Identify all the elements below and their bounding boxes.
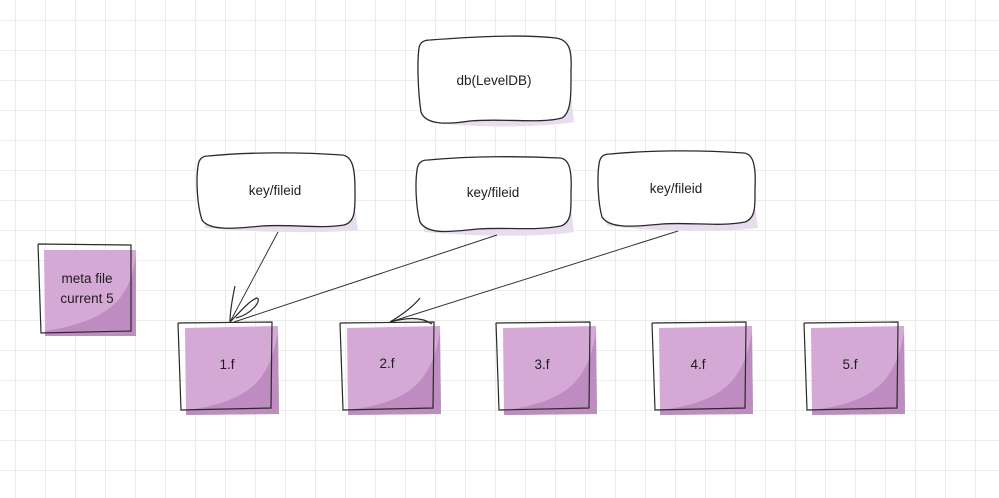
file-box-3-outline (495, 321, 591, 411)
file-box-1[interactable] (177, 321, 279, 415)
meta-file-node[interactable] (37, 243, 136, 336)
index-entry-3-outline (597, 150, 756, 227)
meta-file-label: meta file current 5 (60, 269, 113, 309)
file-box-5-fill-dark (812, 332, 905, 415)
db-node[interactable] (417, 35, 574, 127)
arrowhead-f1 (229, 285, 259, 323)
index-entry-2-label: key/fileid (466, 185, 520, 200)
index-entry-1[interactable] (196, 152, 358, 233)
file-4-label: 4.f (690, 357, 706, 372)
file-5-label: 5.f (842, 357, 858, 372)
db-node-label: db(LevelDB) (456, 73, 532, 88)
index-entry-1-label: key/fileid (248, 183, 302, 198)
file-box-1-fill-dark (186, 332, 279, 415)
edge-k2-f1 (233, 234, 498, 323)
file-box-2-fill-dark (348, 332, 441, 415)
file-3-label: 3.f (534, 357, 550, 372)
file-box-4[interactable] (651, 321, 753, 415)
edges (229, 230, 679, 325)
index-entry-2-outline (415, 156, 572, 233)
meta-file-line-2: current 5 (60, 291, 114, 306)
index-entry-3-label: key/fileid (649, 181, 703, 196)
meta-file-line-1: meta file (61, 271, 113, 286)
file-1-label: 1.f (219, 357, 235, 372)
file-box-3-fill-dark (504, 332, 597, 415)
file-box-4-fill-dark (660, 332, 753, 415)
index-entry-3[interactable] (597, 150, 758, 231)
file-box-4-outline (651, 321, 747, 411)
file-box-1-outline (177, 321, 273, 411)
file-box-2-outline (339, 321, 435, 411)
db-node-outline (417, 35, 572, 124)
edge-k3-f2 (389, 230, 679, 323)
edge-k1-f1 (229, 231, 279, 323)
file-box-5-outline (803, 321, 899, 411)
index-entry-2[interactable] (415, 156, 574, 236)
file-box-2[interactable] (339, 321, 441, 415)
file-2-label: 2.f (379, 356, 395, 371)
meta-file-fill-dark (45, 255, 136, 336)
file-box-5[interactable] (803, 321, 905, 415)
file-box-3[interactable] (495, 321, 597, 415)
meta-file-outline (37, 243, 132, 334)
index-entry-1-outline (196, 152, 356, 229)
